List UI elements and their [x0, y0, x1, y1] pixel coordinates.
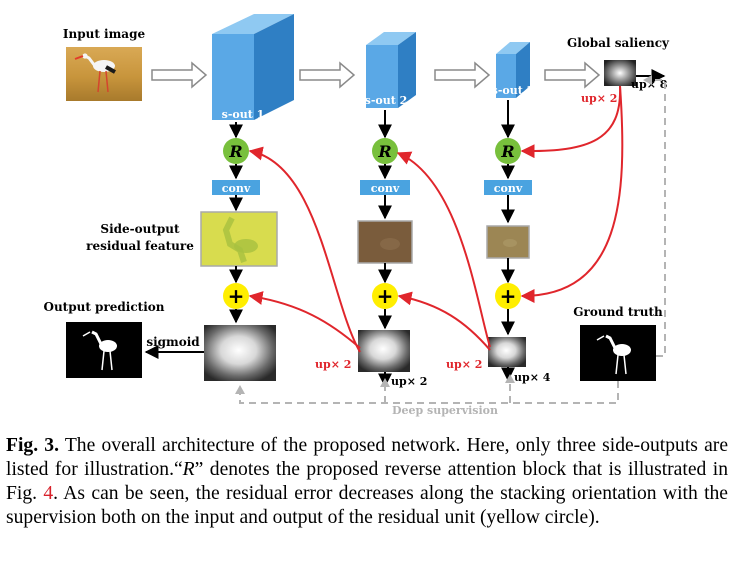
red-arrow-global-to-r3 — [520, 85, 622, 159]
input-image-thumbnail — [66, 47, 142, 101]
deep-supervision-bus — [239, 381, 619, 404]
backbone-flow-arrow-1 — [151, 61, 208, 89]
residual-sum-node-3: + — [495, 283, 521, 309]
deep-supervision-arrowhead-2 — [380, 378, 390, 387]
figure-reference-link[interactable]: 4 — [43, 483, 54, 504]
global-saliency-map — [604, 60, 636, 86]
caption-text-1: The overall architecture of the proposed… — [6, 435, 729, 480]
up-x2-label-global: up× 2 — [581, 92, 617, 105]
svg-text:R: R — [500, 142, 514, 161]
reverse-attention-block-2: R — [372, 138, 398, 164]
svg-text:conv: conv — [222, 182, 251, 195]
backbone-flow-arrow-4 — [544, 61, 601, 89]
deep-supervision-arrowhead-3 — [505, 374, 515, 383]
red-arrow-pred3-to-r2 — [396, 151, 491, 348]
side-prediction-map-2 — [358, 330, 410, 372]
red-arrow-pred2-to-r1 — [248, 146, 361, 353]
conv-layer-3: conv — [484, 180, 532, 195]
side-prediction-map-3 — [488, 337, 526, 367]
output-prediction-map — [66, 322, 142, 378]
svg-text:R: R — [377, 142, 391, 161]
deep-supervision-arrowhead-1 — [235, 385, 245, 394]
svg-text:+: + — [228, 284, 245, 308]
conv-layer-2: conv — [360, 180, 410, 195]
red-arrow-pred2-to-plus1 — [248, 291, 361, 349]
up-x2-label-right: up× 2 — [446, 358, 482, 371]
residual-feature-map-2 — [357, 220, 413, 264]
deep-supervision-label: Deep supervision — [392, 404, 498, 417]
backbone-flow-arrow-2 — [299, 61, 356, 89]
backbone-flow-arrow-3 — [434, 61, 491, 89]
figure-caption: Fig. 3. The overall architecture of the … — [6, 434, 728, 530]
side-output-cube-3-label: s-out 3 — [492, 84, 535, 97]
reverse-attention-block-3: R — [495, 138, 521, 164]
red-arrow-global-to-plus3 — [520, 85, 624, 303]
ground-truth-label: Ground truth — [573, 305, 663, 319]
svg-text:+: + — [500, 284, 517, 308]
svg-text:conv: conv — [494, 182, 523, 195]
figure-number: Fig. 3. — [6, 435, 59, 456]
sigmoid-label: sigmoid — [146, 335, 200, 349]
caption-text-2: ” denotes the proposed reverse attention… — [6, 459, 728, 504]
up-x2-label-bottom: up× 2 — [391, 375, 427, 388]
side-output-cube-3 — [496, 42, 530, 98]
up-x4-label-bottom: up× 4 — [514, 371, 551, 384]
reverse-attention-block-1: R — [223, 138, 249, 164]
svg-text:+: + — [377, 284, 394, 308]
network-diagram: Input image s-out 1 s-out 2 s- — [44, 14, 670, 417]
side-output-cube-1 — [212, 14, 294, 120]
caption-text-3: . As can be seen, the residual error dec… — [6, 483, 729, 528]
svg-text:conv: conv — [371, 182, 400, 195]
side-prediction-map-1 — [204, 325, 276, 381]
side-output-cube-2 — [366, 32, 416, 108]
residual-sum-node-1: + — [223, 283, 249, 309]
conv-layer-1: conv — [212, 180, 260, 195]
caption-math-r: R — [182, 459, 195, 480]
ground-truth-map — [580, 325, 656, 381]
global-saliency-label: Global saliency — [567, 36, 670, 50]
up-x2-label-left: up× 2 — [315, 358, 351, 371]
red-arrow-pred3-to-plus2 — [397, 291, 491, 351]
side-output-cube-2-label: s-out 2 — [365, 94, 408, 107]
deep-supervision-global — [650, 79, 666, 357]
output-prediction-label: Output prediction — [44, 300, 165, 314]
side-output-cube-1-label: s-out 1 — [222, 108, 265, 121]
up-x8-label: up× 8 — [631, 78, 668, 91]
residual-feature-map-1 — [200, 211, 278, 267]
residual-sum-node-2: + — [372, 283, 398, 309]
residual-feature-map-3 — [486, 225, 530, 259]
input-image-label: Input image — [63, 27, 146, 41]
side-output-label-line2: residual feature — [86, 239, 194, 253]
deep-supervision-arrowhead-4 — [643, 75, 652, 85]
side-output-label-line1: Side-output — [100, 222, 180, 236]
svg-text:R: R — [228, 142, 242, 161]
